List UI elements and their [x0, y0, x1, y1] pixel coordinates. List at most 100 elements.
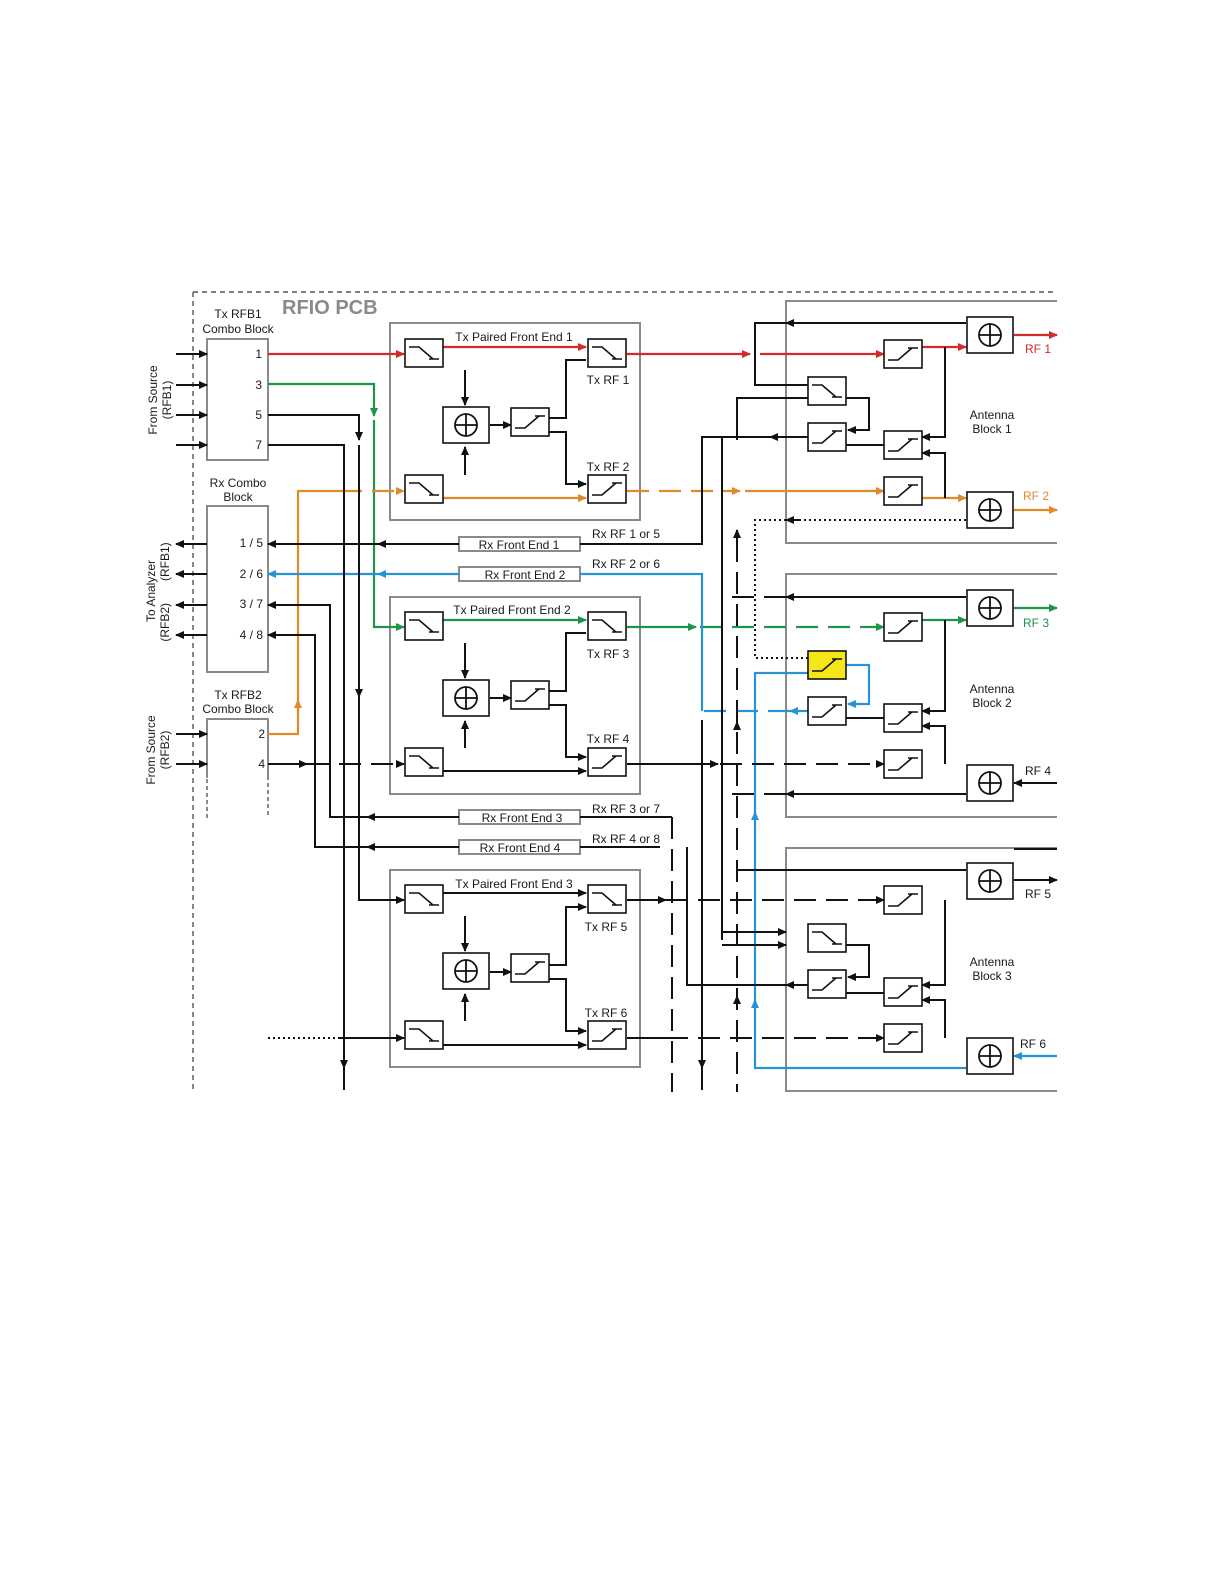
svg-text:2 / 6: 2 / 6	[240, 567, 264, 581]
antenna-block-1: Antenna Block 1 RF 1 RF 2	[785, 300, 1057, 544]
ant1-switch-tx	[807, 376, 847, 406]
fe2-output-switch-b	[587, 747, 627, 777]
fe1-output-switch-b	[587, 474, 627, 504]
ant2-combiner-rf4	[966, 764, 1014, 802]
svg-text:Tx Paired Front End 1: Tx Paired Front End 1	[455, 330, 573, 344]
tx-rfb1-combo-block: Tx RFB1 Combo Block 1 3 5 7	[202, 307, 275, 461]
svg-text:Tx RF 2: Tx RF 2	[587, 460, 630, 474]
svg-text:Rx Combo: Rx Combo	[210, 476, 267, 490]
svg-text:RF 6: RF 6	[1020, 1037, 1046, 1051]
svg-text:Tx Paired Front End 2: Tx Paired Front End 2	[453, 603, 571, 617]
svg-text:Tx RF 3: Tx RF 3	[587, 647, 630, 661]
fe3-input-switch-b	[404, 1020, 444, 1050]
from-source-rfb2-label: From Source (RFB2)	[144, 715, 172, 785]
svg-text:2: 2	[258, 727, 265, 741]
svg-text:Block 2: Block 2	[972, 696, 1012, 710]
svg-text:7: 7	[255, 438, 262, 452]
svg-text:(RFB1): (RFB1)	[160, 381, 174, 420]
fe3-output-switch-b	[587, 1020, 627, 1050]
svg-text:From Source: From Source	[144, 715, 158, 785]
fe3-output-switch-a	[587, 884, 627, 914]
ant1-switch-mid	[883, 430, 923, 460]
fe3-combiner	[442, 952, 490, 990]
tx-front-end-3: Tx Paired Front End 3 Tx RF 5 Tx RF 6	[389, 869, 641, 1068]
svg-text:1: 1	[255, 347, 262, 361]
svg-text:3 / 7: 3 / 7	[240, 597, 264, 611]
fe1-input-switch-a	[404, 338, 444, 368]
ant2-switch-rf3	[883, 612, 923, 642]
svg-text:Combo Block: Combo Block	[202, 702, 274, 716]
blue-path	[267, 570, 1057, 1070]
ant2-switch-rx	[807, 696, 847, 726]
svg-text:(RFB2): (RFB2)	[158, 731, 172, 770]
svg-text:Antenna: Antenna	[970, 682, 1015, 696]
ant1-switch-rx	[807, 422, 847, 452]
svg-text:Block: Block	[223, 490, 253, 504]
green-path	[268, 382, 1058, 631]
ant2-switch-rf4	[883, 749, 923, 779]
svg-text:Block 1: Block 1	[972, 422, 1012, 436]
ant1-switch-rf2	[883, 476, 923, 506]
component-symbols	[404, 316, 1014, 1075]
fe1-split-switch	[510, 407, 550, 437]
svg-text:Rx Front End 1: Rx Front End 1	[479, 538, 560, 552]
svg-text:RF 2: RF 2	[1023, 489, 1049, 503]
ant3-switch-rf5	[883, 885, 923, 915]
tx-front-end-1: Tx Paired Front End 1 Tx RF 1 Tx RF 2	[389, 322, 641, 521]
fe2-input-switch-a	[404, 611, 444, 641]
ant2-highlight-switch	[807, 650, 847, 680]
pcb-outline	[192, 291, 1057, 1092]
ant3-switch-rf6	[883, 1023, 923, 1053]
front-end-internal-wiring	[443, 359, 587, 1049]
svg-text:RF 3: RF 3	[1023, 616, 1049, 630]
red-path	[268, 331, 1058, 358]
svg-text:4 / 8: 4 / 8	[240, 628, 264, 642]
svg-text:Rx RF 4 or 8: Rx RF 4 or 8	[592, 832, 660, 846]
fe2-input-switch-b	[404, 747, 444, 777]
tx-front-end-2: Tx Paired Front End 2 Tx RF 3 Tx RF 4	[389, 596, 641, 795]
left-io-arrows	[175, 350, 208, 768]
svg-text:Rx Front End 3: Rx Front End 3	[482, 811, 563, 825]
svg-text:Tx RF 5: Tx RF 5	[585, 920, 628, 934]
svg-text:Rx RF 2 or 6: Rx RF 2 or 6	[592, 557, 660, 571]
ant3-switch-rx	[807, 969, 847, 999]
ant1-combiner-rf2	[966, 491, 1014, 529]
svg-text:Antenna: Antenna	[970, 955, 1015, 969]
tx-rfb2-combo-block: Tx RFB2 Combo Block 2 4	[202, 688, 275, 818]
svg-text:Combo Block: Combo Block	[202, 322, 274, 336]
svg-text:Rx Front End 2: Rx Front End 2	[485, 568, 566, 582]
orange-path	[268, 487, 1058, 736]
ant2-combiner-rf3	[966, 589, 1014, 627]
svg-text:From Source: From Source	[146, 365, 160, 435]
svg-text:Tx RFB1: Tx RFB1	[214, 307, 262, 321]
antenna-block-3: Antenna Block 3 RF 5 RF 6	[785, 847, 1057, 1092]
fe2-output-switch-a	[587, 611, 627, 641]
fe3-input-switch-a	[404, 884, 444, 914]
fe2-split-switch	[510, 680, 550, 710]
svg-text:Rx RF 3 or 7: Rx RF 3 or 7	[592, 802, 660, 816]
fe1-output-switch-a	[587, 338, 627, 368]
svg-text:Tx Paired Front End 3: Tx Paired Front End 3	[455, 877, 573, 891]
black-wiring	[267, 319, 1058, 1092]
svg-text:(RFB2): (RFB2)	[158, 603, 172, 642]
ant3-switch-tx	[807, 923, 847, 953]
pcb-title: RFIO PCB	[282, 297, 378, 319]
to-analyzer-label: To Analyzer (RFB1) (RFB2)	[144, 542, 172, 641]
svg-text:1 / 5: 1 / 5	[240, 536, 264, 550]
svg-text:5: 5	[255, 408, 262, 422]
svg-text:3: 3	[255, 378, 262, 392]
svg-text:To Analyzer: To Analyzer	[144, 560, 158, 622]
svg-text:RF 4: RF 4	[1025, 764, 1051, 778]
svg-text:(RFB1): (RFB1)	[158, 542, 172, 581]
svg-text:Rx RF 1 or 5: Rx RF 1 or 5	[592, 527, 660, 541]
fe2-combiner	[442, 679, 490, 717]
svg-text:RF 5: RF 5	[1025, 887, 1051, 901]
rx-combo-block: Rx Combo Block 1 / 5 2 / 6 3 / 7 4 / 8	[206, 476, 269, 673]
ant1-switch-rf1	[883, 339, 923, 369]
fe3-split-switch	[510, 953, 550, 983]
from-source-rfb1-label: From Source (RFB1)	[146, 365, 174, 435]
fe1-input-switch-b	[404, 474, 444, 504]
fe1-combiner	[442, 406, 490, 444]
svg-text:Rx Front End 4: Rx Front End 4	[480, 841, 561, 855]
svg-text:Tx RF 6: Tx RF 6	[585, 1006, 628, 1020]
